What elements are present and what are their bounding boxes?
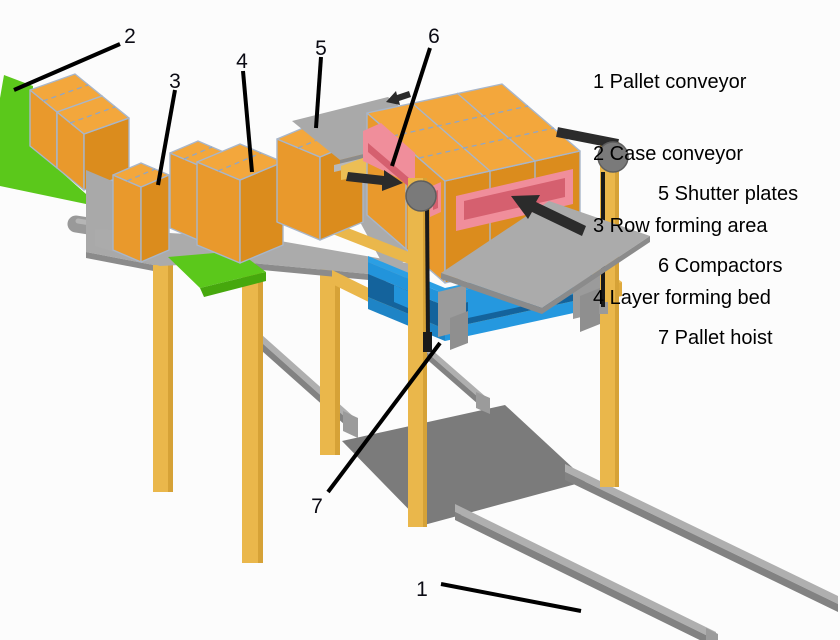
cases-on-conveyor <box>29 73 130 191</box>
pallet-support-rails <box>438 273 602 350</box>
legend-item-4: 4 Layer forming bed <box>593 287 771 309</box>
compactor-arrow-left <box>346 170 403 191</box>
floor-shadow <box>342 405 587 525</box>
legend-item-5: 5 Shutter plates <box>658 183 799 205</box>
hoist-pulley-right <box>597 141 629 173</box>
legend-item-2: 2 Case conveyor <box>593 143 744 165</box>
hoist-post-left <box>408 178 423 527</box>
callout-3: 3 <box>169 70 181 93</box>
leader-6 <box>390 47 432 167</box>
callout-2: 2 <box>124 25 136 48</box>
support-legs <box>153 262 340 563</box>
shutter-motion-arrow <box>386 91 411 105</box>
case-conveyor <box>0 75 86 204</box>
leader-3 <box>156 89 177 186</box>
motion-arrows <box>346 170 586 236</box>
legend-item-3: 3 Row forming area <box>593 215 768 237</box>
shutter-plate-lower <box>441 201 650 314</box>
legend-block-1: 1 Pallet conveyor 2 Case conveyor 3 Row … <box>593 22 771 334</box>
callout-1: 1 <box>416 578 428 601</box>
pallet-hoist <box>405 127 629 527</box>
compactor-arrow-right <box>511 195 586 236</box>
leader-1 <box>440 582 582 613</box>
callout-numbers: 1 2 3 4 5 6 7 <box>124 25 440 601</box>
hoist-rod-left <box>425 205 430 339</box>
leader-2 <box>13 42 121 92</box>
leader-lines <box>13 42 582 613</box>
callout-6: 6 <box>428 25 440 48</box>
leader-7 <box>326 341 442 494</box>
legend-item-1: 1 Pallet conveyor <box>593 71 747 93</box>
legend-block-2: 5 Shutter plates 6 Compactors 7 Pallet h… <box>658 134 798 374</box>
hoist-pulley-left <box>405 180 437 212</box>
leader-4 <box>241 70 254 173</box>
legend-item-7: 7 Pallet hoist <box>658 327 773 349</box>
callout-4: 4 <box>236 50 248 73</box>
leader-5 <box>314 56 323 129</box>
callout-5: 5 <box>315 37 327 60</box>
legend-item-6: 6 Compactors <box>658 255 783 277</box>
callout-7: 7 <box>311 495 323 518</box>
hoist-top-bar <box>556 127 619 149</box>
pallet-conveyor <box>262 335 838 640</box>
